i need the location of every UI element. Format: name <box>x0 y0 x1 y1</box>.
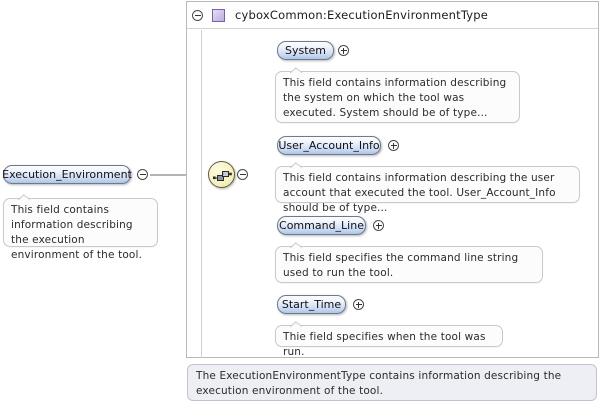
documentation-panel: The ExecutionEnvironmentType contains in… <box>187 364 597 401</box>
description-user-account-info: This field contains information describi… <box>275 166 580 214</box>
plus-circle-icon-command-line[interactable] <box>373 220 384 231</box>
plus-circle-icon-user-account-info[interactable] <box>388 140 399 151</box>
documentation-text: The ExecutionEnvironmentType contains in… <box>196 370 562 397</box>
element-system[interactable]: System <box>277 41 334 60</box>
description-command-line: This field specifies the command line st… <box>275 246 543 283</box>
description-text: This field contains information describi… <box>283 77 507 119</box>
description-system: This field contains information describi… <box>275 71 520 123</box>
plus-circle-icon-system[interactable] <box>338 45 349 56</box>
element-label: Command_Line <box>279 219 364 232</box>
type-left-divider <box>201 30 202 358</box>
bubble-tail <box>290 161 302 168</box>
complex-type-square-icon <box>212 8 225 22</box>
element-label: System <box>284 44 327 57</box>
description-text: This field contains information describi… <box>283 172 556 214</box>
description-text: This field contains information describi… <box>11 204 143 261</box>
bubble-tail <box>290 241 302 248</box>
element-start-time[interactable]: Start_Time <box>277 295 346 314</box>
type-header: cyboxCommon:ExecutionEnvironmentType <box>187 2 598 29</box>
minus-circle-icon-root[interactable] <box>137 169 148 180</box>
element-command-line[interactable]: Command_Line <box>277 216 366 235</box>
bubble-tail <box>290 320 302 327</box>
bubble-tail <box>290 66 302 73</box>
description-text: This field specifies the command line st… <box>283 252 519 279</box>
bubble-tail <box>18 193 30 200</box>
minus-circle-icon-type[interactable] <box>192 9 203 21</box>
description-start-time: Thie field specifies when the tool was r… <box>275 325 503 358</box>
element-label: User_Account_Info <box>278 139 380 152</box>
element-user-account-info[interactable]: User_Account_Info <box>277 136 381 155</box>
type-title: cyboxCommon:ExecutionEnvironmentType <box>235 8 489 22</box>
sequence-compositor-icon[interactable] <box>208 161 235 188</box>
minus-circle-icon-compositor[interactable] <box>237 169 248 180</box>
element-execution-environment[interactable]: Execution_Environment <box>2 165 132 184</box>
description-text: Thie field specifies when the tool was r… <box>283 331 486 358</box>
element-label: Start_Time <box>281 298 342 311</box>
element-label: Execution_Environment <box>2 168 132 181</box>
plus-circle-icon-start-time[interactable] <box>353 299 364 310</box>
description-execution-environment: This field contains information describi… <box>3 198 158 261</box>
